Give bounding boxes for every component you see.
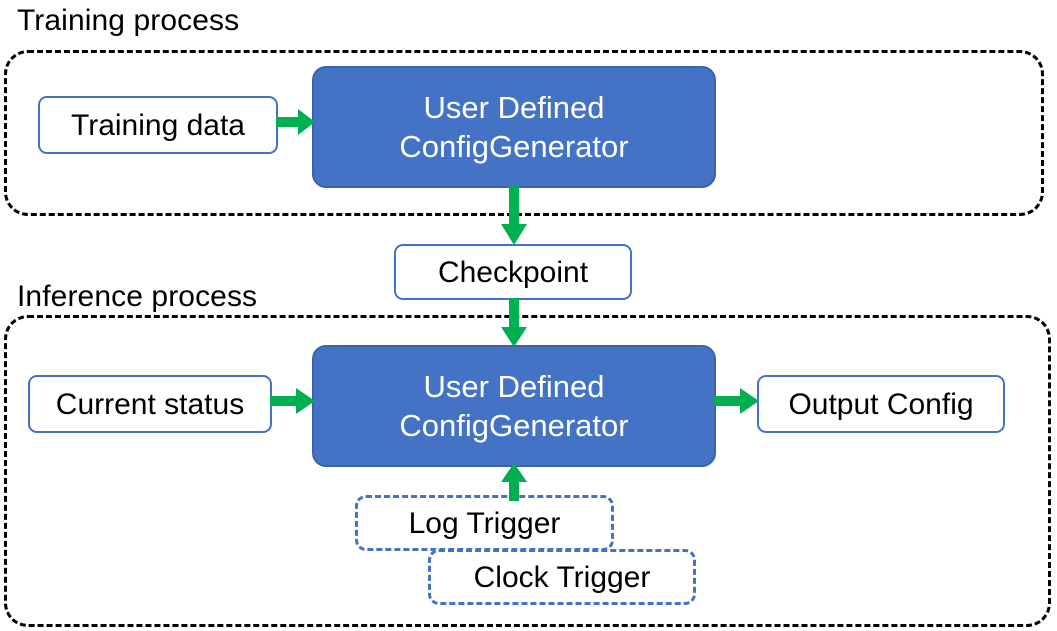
node-label-line2: ConfigGenerator <box>399 129 629 164</box>
node-user-defined-configgenerator-inference[interactable]: User Defined ConfigGenerator <box>312 345 716 467</box>
arrow-checkpoint-to-configgenerator <box>500 298 528 348</box>
node-output-config[interactable]: Output Config <box>757 375 1005 433</box>
node-label-line1: User Defined <box>423 369 605 404</box>
node-log-trigger[interactable]: Log Trigger <box>355 495 614 551</box>
arrow-training-data-to-configgenerator <box>276 108 316 136</box>
node-label-line2: ConfigGenerator <box>399 408 629 443</box>
node-training-data[interactable]: Training data <box>38 96 278 154</box>
node-checkpoint[interactable]: Checkpoint <box>394 244 632 300</box>
inference-process-label: Inference process <box>17 280 258 313</box>
arrow-configgenerator-to-output-config <box>714 387 760 415</box>
arrow-log-trigger-to-configgenerator <box>500 463 528 501</box>
training-process-group <box>4 50 1044 216</box>
node-clock-trigger[interactable]: Clock Trigger <box>428 549 696 605</box>
arrow-configgenerator-to-checkpoint <box>500 186 528 246</box>
inference-process-group <box>4 315 1051 627</box>
node-current-status[interactable]: Current status <box>28 375 272 433</box>
node-user-defined-configgenerator-training[interactable]: User Defined ConfigGenerator <box>312 66 716 188</box>
training-process-label: Training process <box>17 4 240 37</box>
node-label-line1: User Defined <box>423 90 605 125</box>
arrow-current-status-to-configgenerator <box>270 387 316 415</box>
